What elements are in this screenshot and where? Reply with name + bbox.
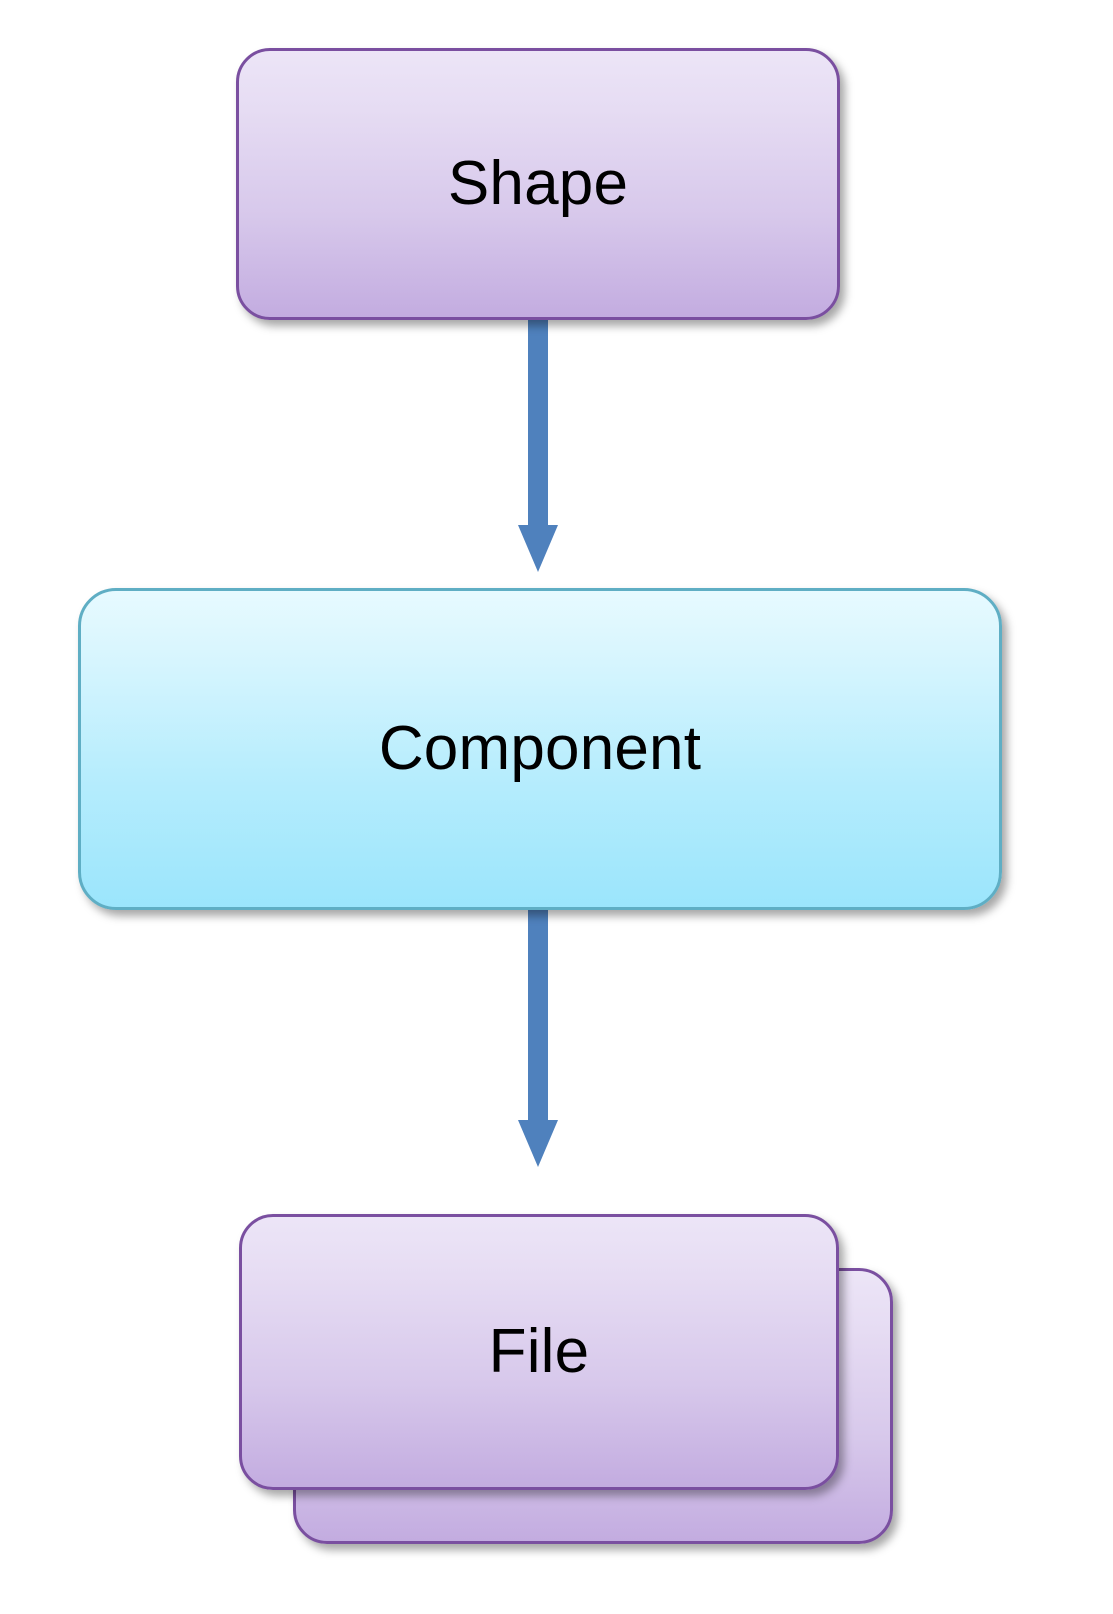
node-file[interactable]: File — [239, 1214, 839, 1490]
connector-component-to-file[interactable] — [478, 908, 598, 1188]
node-file-label: File — [488, 1317, 590, 1387]
node-shape-label: Shape — [447, 149, 629, 219]
node-component[interactable]: Component — [78, 588, 1002, 910]
node-shape[interactable]: Shape — [236, 48, 840, 320]
node-component-label: Component — [378, 714, 702, 784]
connector-shape-to-component[interactable] — [478, 320, 598, 590]
